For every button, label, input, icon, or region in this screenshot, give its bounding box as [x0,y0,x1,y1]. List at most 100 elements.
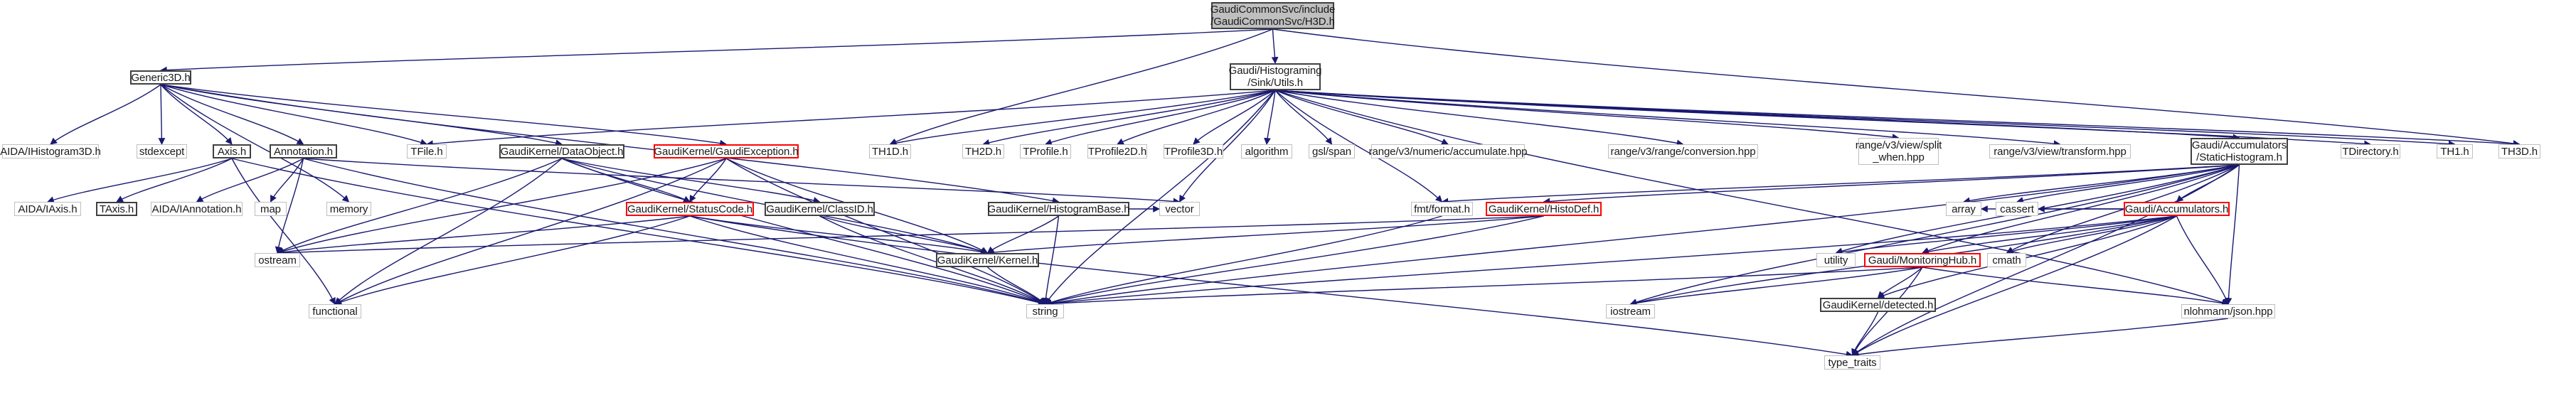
graph-node[interactable]: cassert [1996,202,2038,216]
graph-edge [1264,90,1276,145]
graph-edge [277,215,1544,257]
graph-node[interactable]: TProfile2D.h [1087,144,1147,158]
graph-edge [1044,215,1442,306]
graph-edge [1274,90,1684,147]
graph-node[interactable]: GaudiCommonSvc/include /GaudiCommonSvc/H… [1210,2,1336,29]
graph-edge [1963,164,2240,205]
graph-node[interactable]: stdexcept [137,144,187,158]
graph-node[interactable]: TProfile3D.h [1164,144,1223,158]
graph-edge [1193,90,1276,145]
graph-node[interactable]: array [1946,202,1981,216]
graph-edge [1629,164,2240,306]
graph-node[interactable]: range/v3/numeric/accumulate.hpp [1368,144,1528,158]
graph-edge [986,215,1059,254]
graph-node[interactable]: functional [309,304,361,318]
graph-node[interactable]: nlohmann/json.hpp [2181,304,2275,318]
graph-node[interactable]: Gaudi/Accumulators.h [2124,202,2230,216]
graph-node[interactable]: Generic3D.h [130,70,191,85]
graph-edge [270,158,304,203]
graph-edge [303,158,1046,306]
graph-edge [725,158,1046,305]
graph-edge [231,158,1046,306]
graph-node[interactable]: TH1.h [2437,144,2473,158]
graph-edge [689,215,1853,358]
graph-node[interactable]: TH1D.h [869,144,911,158]
graph-node[interactable]: GaudiKernel/GaudiException.h [654,144,799,158]
graph-node[interactable]: TH2D.h [962,144,1004,158]
graph-edge [1274,90,1333,145]
graph-node[interactable]: TAxis.h [96,202,137,216]
graph-node[interactable]: TH3D.h [2498,144,2540,158]
graph-edge [160,84,727,147]
graph-edge [1274,90,2456,148]
graph-edge [1851,215,2177,356]
graph-edge [2176,164,2240,203]
graph-edge [50,84,161,145]
graph-node[interactable]: GaudiKernel/HistogramBase.h [987,202,1130,216]
graph-node[interactable]: AIDA/IHistogram3D.h [0,144,101,158]
graph-node[interactable]: algorithm [1241,144,1292,158]
graph-edge [1044,164,2240,307]
graph-node[interactable]: fmt/format.h [1411,202,1473,216]
graph-node[interactable]: Axis.h [213,144,251,158]
graph-node[interactable]: range/v3/view/transform.hpp [1989,144,2131,158]
graph-node[interactable]: ostream [255,253,300,267]
graph-node[interactable]: cmath [1987,253,2026,267]
graph-edge [1877,267,1923,298]
graph-edge [160,84,233,145]
graph-node[interactable]: TFile.h [407,144,447,158]
graph-edge [1274,90,2229,306]
graph-edge [2016,164,2240,204]
graph-edge [1441,164,2240,205]
graph-edge [160,84,304,145]
graph-edge [277,158,563,254]
graph-edge [561,158,1046,305]
graph-edge [1835,215,2177,256]
graph-edge [889,90,1276,146]
graph-node[interactable]: Annotation.h [270,144,337,158]
graph-edge [1922,267,2229,307]
graph-node[interactable]: GaudiKernel/HistoDef.h [1486,202,1602,216]
graph-edge [160,84,1060,205]
graph-edge [231,158,336,305]
graph-node[interactable]: vector [1159,202,1200,216]
graph-node[interactable]: map [255,202,287,216]
graph-node[interactable]: GaudiKernel/ClassID.h [765,202,875,216]
graph-node[interactable]: Gaudi/Histograming /Sink/Utils.h [1228,63,1322,90]
graph-edge [196,158,304,203]
graph-node[interactable]: Gaudi/MonitoringHub.h [1864,253,1981,267]
graph-edge [689,215,989,256]
graph-node[interactable]: Gaudi/Accumulators /StaticHistogram.h [2191,138,2288,165]
graph-edge [116,158,233,203]
graph-node[interactable]: iostream [1606,304,1655,318]
graph-node[interactable]: gsl/span [1309,144,1355,158]
graph-edge [1851,318,2229,358]
graph-node[interactable]: AIDA/IAxis.h [14,202,81,216]
graph-edge [1274,90,2240,141]
graph-node[interactable]: GaudiKernel/Kernel.h [936,253,1039,267]
graph-edge [1274,90,2521,148]
graph-node[interactable]: GaudiKernel/detected.h [1820,298,1936,312]
graph-node[interactable]: range/v3/range/conversion.hpp [1608,144,1758,158]
graph-node[interactable]: TDirectory.h [2341,144,2400,158]
graph-node[interactable]: type_traits [1824,355,1880,370]
graph-node[interactable]: GaudiKernel/DataObject.h [499,144,624,158]
graph-edge [2006,215,2177,254]
graph-edge [1042,215,1060,305]
graph-node[interactable]: range/v3/view/split _when.hpp [1855,138,1942,165]
graph-node[interactable]: GaudiKernel/StatusCode.h [626,202,754,216]
graph-node[interactable]: TProfile.h [1020,144,1071,158]
graph-node[interactable]: memory [326,202,371,216]
graph-edge [2225,164,2240,305]
graph-edge [1117,90,1276,145]
graph-node[interactable]: utility [1816,253,1856,267]
graph-edge [47,158,233,203]
graph-edge [1272,28,2521,147]
graph-edge [426,90,1276,148]
graph-edge [1274,90,2371,148]
graph-edge [334,158,563,305]
graph-node[interactable]: string [1026,304,1064,318]
graph-edge [160,28,1273,74]
graph-node[interactable]: AIDA/IAnnotation.h [151,202,243,216]
graph-edge [986,215,1544,257]
